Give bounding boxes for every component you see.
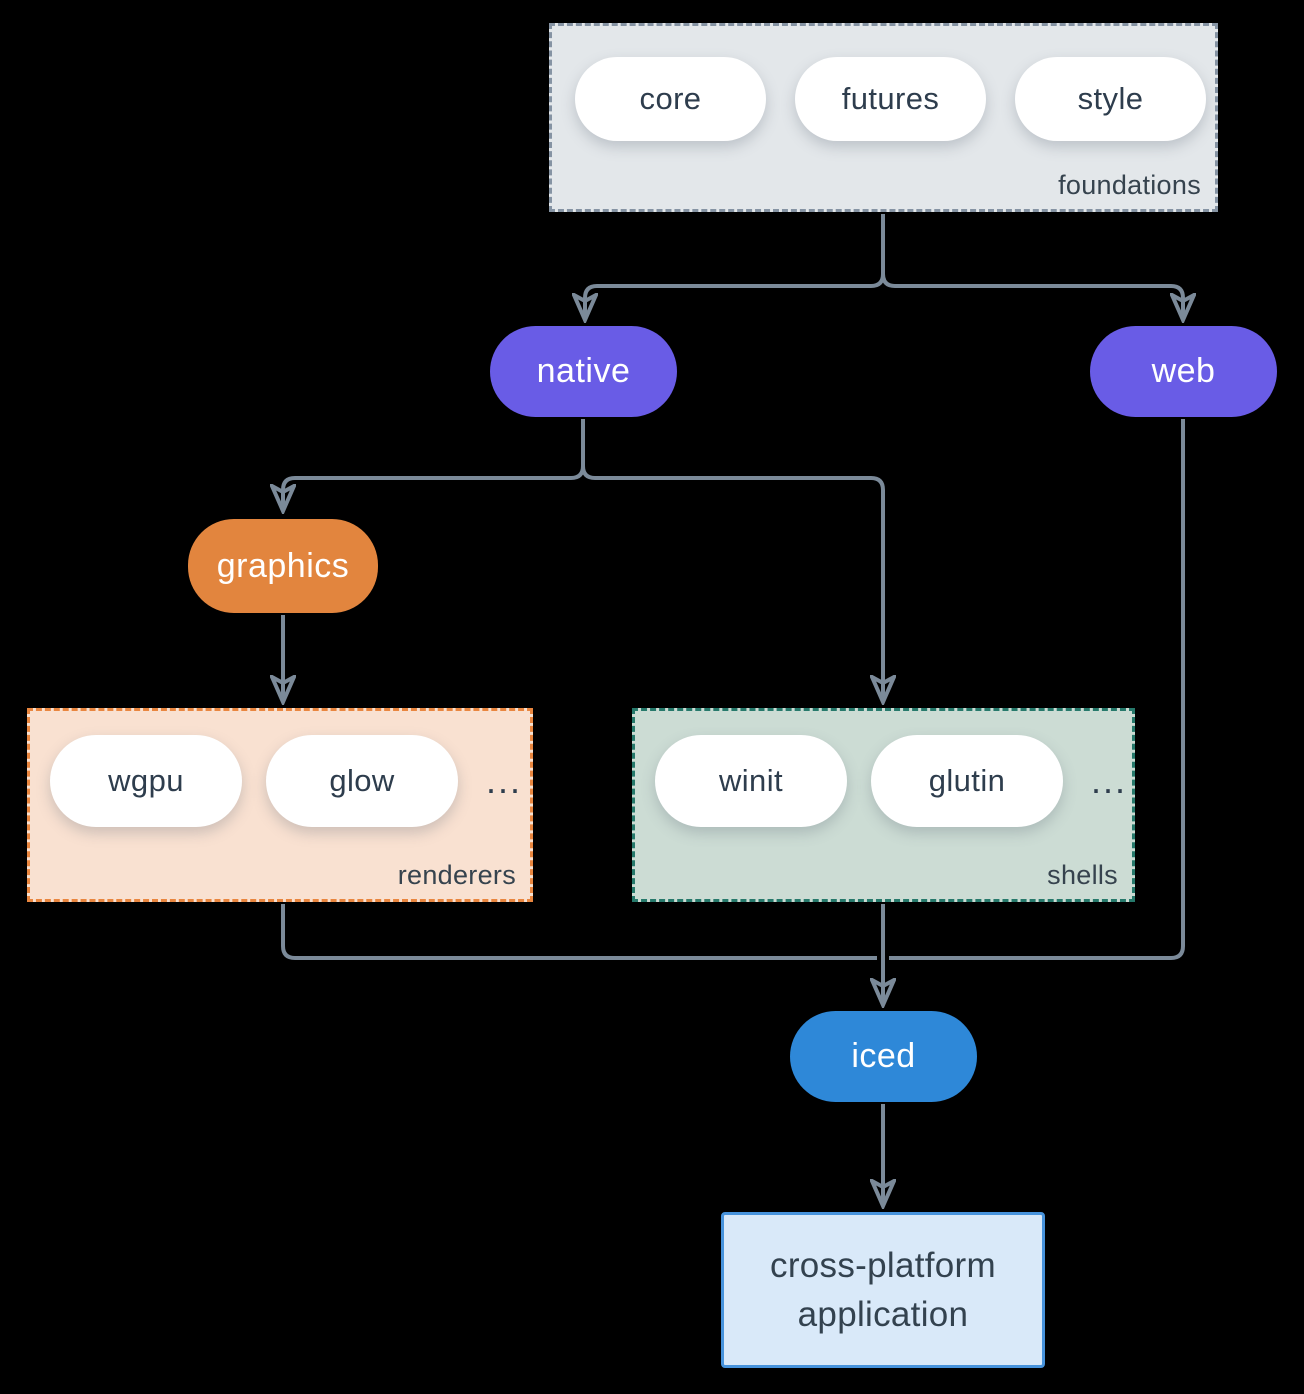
crate-core: core [575, 57, 766, 141]
foundations-group: core futures style foundations [549, 23, 1218, 212]
renderers-pill-row: wgpu glow ... [50, 735, 522, 827]
graphics-node: graphics [188, 519, 378, 613]
native-node: native [490, 326, 677, 417]
edge-renderers-merge [281, 904, 877, 960]
crate-futures: futures [795, 57, 986, 141]
iced-node: iced [790, 1011, 977, 1102]
edge-foundations-native [585, 214, 885, 317]
shells-label: shells [1047, 860, 1118, 890]
foundations-label: foundations [1058, 170, 1201, 200]
application-node: cross-platform application [721, 1212, 1045, 1368]
application-label-line2: application [797, 1295, 969, 1334]
shells-ellipsis: ... [1091, 760, 1128, 801]
crate-winit: winit [655, 735, 847, 827]
renderers-ellipsis: ... [486, 760, 523, 801]
application-label-line1: cross-platform [770, 1246, 996, 1285]
crate-glutin: glutin [871, 735, 1063, 827]
edge-web-merge [889, 419, 1185, 960]
crate-style: style [1015, 57, 1206, 141]
shells-pill-row: winit glutin ... [655, 735, 1127, 827]
renderers-group: wgpu glow ... renderers [27, 708, 533, 902]
web-node: web [1090, 326, 1277, 417]
crate-glow: glow [266, 735, 458, 827]
shells-group: winit glutin ... shells [632, 708, 1135, 902]
edge-native-graphics [283, 419, 585, 508]
edge-native-shells [581, 419, 883, 699]
edge-foundations-web [881, 214, 1183, 317]
foundations-pill-row: core futures style [575, 57, 1206, 141]
renderers-label: renderers [397, 860, 516, 890]
crate-wgpu: wgpu [50, 735, 242, 827]
